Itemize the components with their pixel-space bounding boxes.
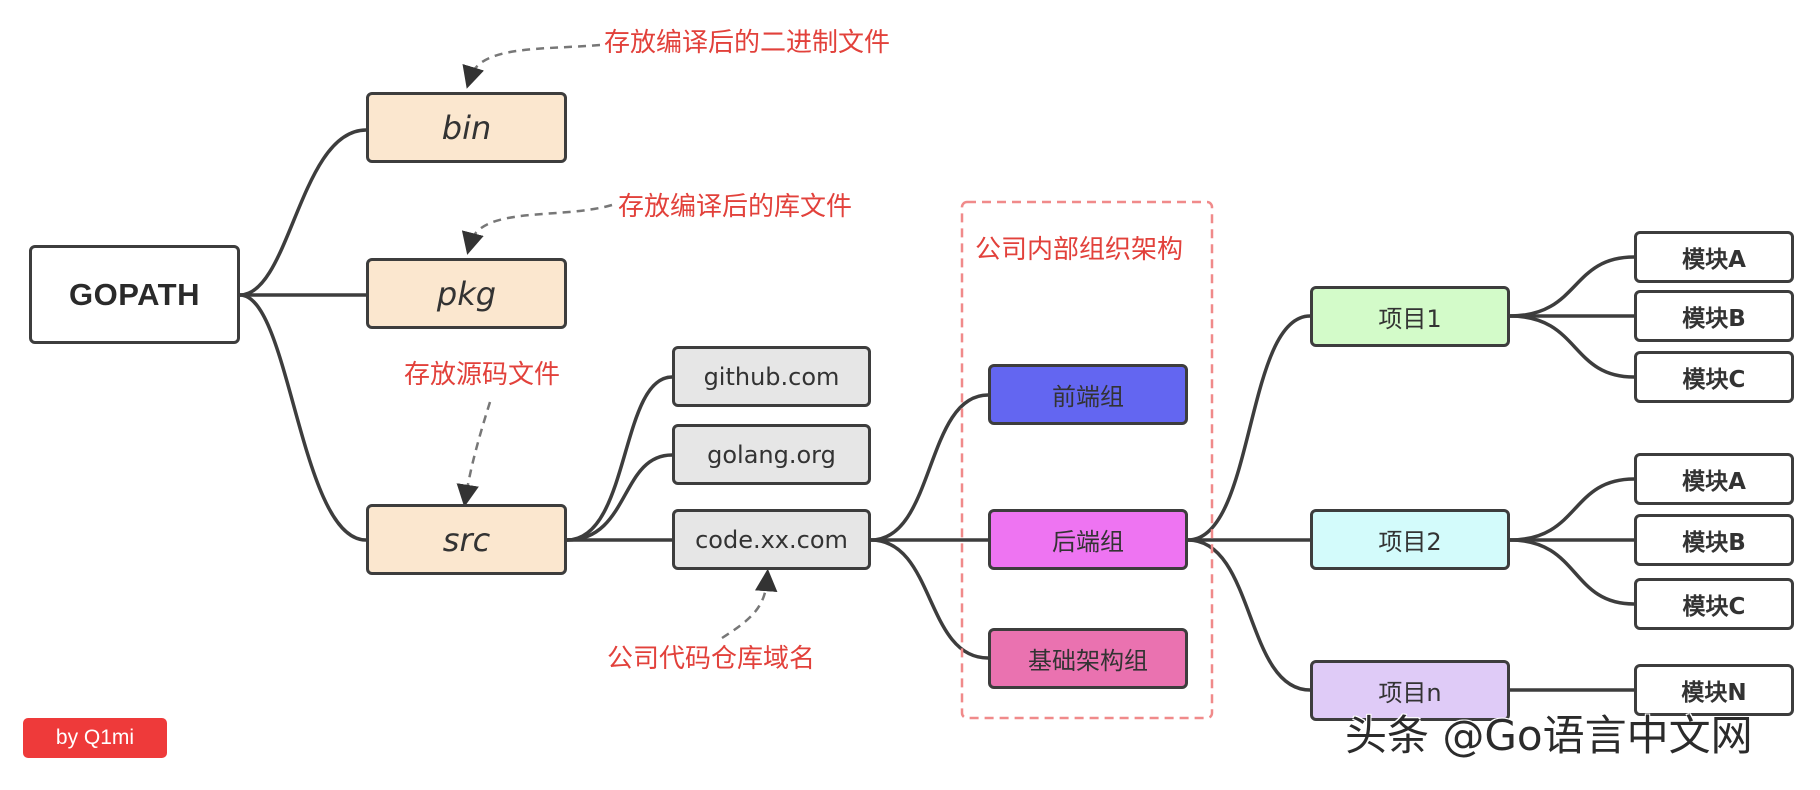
node-module-2b-label: 模块B xyxy=(1682,530,1746,556)
node-bin-label: bin xyxy=(441,108,492,147)
node-github: github.com xyxy=(672,346,871,407)
arrow-code-annotation xyxy=(721,568,778,640)
arrow-bin-annotation xyxy=(462,43,601,89)
node-project-1-label: 项目1 xyxy=(1378,305,1442,333)
node-github-label: github.com xyxy=(703,362,840,391)
node-module-2b: 模块B xyxy=(1634,514,1794,566)
node-module-1b-label: 模块B xyxy=(1682,306,1746,332)
node-project-n: 项目n xyxy=(1310,660,1510,721)
node-gopath-label: GOPATH xyxy=(68,276,200,312)
node-module-1c: 模块C xyxy=(1634,351,1794,403)
annotation-bin: 存放编译后的二进制文件 xyxy=(604,28,891,58)
node-module-2c-label: 模块C xyxy=(1682,594,1746,620)
edge-backend-p1 xyxy=(1186,314,1312,542)
annotation-org: 公司内部组织架构 xyxy=(975,235,1184,265)
node-frontend: 前端组 xyxy=(988,364,1188,425)
node-module-1c-label: 模块C xyxy=(1682,367,1746,393)
node-project-2-label: 项目2 xyxy=(1378,528,1442,556)
node-module-2c: 模块C xyxy=(1634,578,1794,630)
node-infra: 基础架构组 xyxy=(988,628,1188,689)
node-module-nn-label: 模块N xyxy=(1681,680,1747,706)
node-pkg: pkg xyxy=(366,258,567,329)
node-backend: 后端组 xyxy=(988,509,1188,570)
annotation-code: 公司代码仓库域名 xyxy=(607,644,816,674)
node-src: src xyxy=(366,504,567,575)
node-pkg-label: pkg xyxy=(436,274,497,313)
edge-p2-m2a xyxy=(1508,477,1636,542)
watermark: 头条 @Go语言中文网 xyxy=(1345,711,1753,760)
author-badge: by Q1mi xyxy=(23,718,167,758)
node-project-2: 项目2 xyxy=(1310,509,1510,570)
annotation-pkg: 存放编译后的库文件 xyxy=(618,192,853,222)
author-badge-label: by Q1mi xyxy=(55,726,135,749)
node-module-nn: 模块N xyxy=(1634,664,1794,716)
node-golang: golang.org xyxy=(672,424,871,485)
edge-p1-m1c xyxy=(1508,314,1636,379)
edge-src-github xyxy=(565,375,674,542)
node-code: code.xx.com xyxy=(672,509,871,570)
arrow-pkg-annotation xyxy=(461,203,613,255)
node-frontend-label: 前端组 xyxy=(1052,383,1124,411)
edge-gopath-bin xyxy=(238,128,368,297)
edge-p2-m2c xyxy=(1508,538,1636,606)
node-module-2a-label: 模块A xyxy=(1682,469,1746,495)
org-structure-boundary xyxy=(960,200,1214,720)
node-module-2a: 模块A xyxy=(1634,453,1794,505)
edge-backend-pn xyxy=(1186,538,1312,692)
node-code-label: code.xx.com xyxy=(695,525,848,554)
annotation-src: 存放源码文件 xyxy=(404,360,561,390)
node-infra-label: 基础架构组 xyxy=(1028,647,1148,675)
node-module-1b: 模块B xyxy=(1634,290,1794,342)
node-src-label: src xyxy=(442,520,491,559)
edge-src-golang xyxy=(565,453,674,542)
node-golang-label: golang.org xyxy=(707,440,836,469)
arrow-src-annotation xyxy=(456,401,492,508)
node-project-1: 项目1 xyxy=(1310,286,1510,347)
edge-code-frontend xyxy=(869,393,990,542)
node-bin: bin xyxy=(366,92,567,163)
node-module-1a-label: 模块A xyxy=(1682,247,1746,273)
node-project-n-label: 项目n xyxy=(1378,679,1442,707)
edge-p1-m1a xyxy=(1508,255,1636,318)
node-module-1a: 模块A xyxy=(1634,231,1794,283)
node-backend-label: 后端组 xyxy=(1052,528,1124,556)
edge-code-infra xyxy=(869,538,990,660)
node-gopath: GOPATH xyxy=(29,245,240,344)
edge-gopath-src xyxy=(238,293,368,542)
